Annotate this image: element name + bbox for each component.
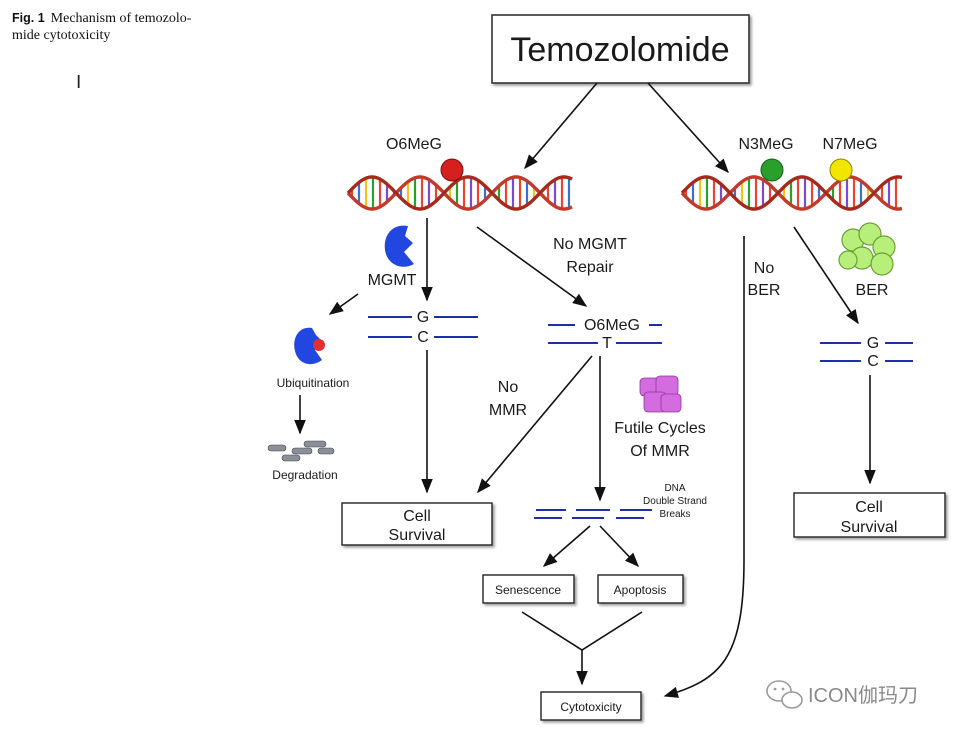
ber-protein-icon (838, 222, 896, 276)
wechat-logo-icon (766, 680, 803, 709)
futile-cycles-label-1: Futile Cycles (614, 420, 706, 437)
base-g-left: G (417, 309, 429, 326)
cell-survival-right-1: Cell (855, 499, 883, 516)
n7meg-yellow-dot-icon (829, 158, 853, 182)
arrow-no-mgmt-repair (476, 226, 588, 307)
futile-cycles-label-2: Of MMR (630, 443, 690, 460)
temozolomide-label: Temozolomide (510, 31, 729, 69)
cytotoxicity-label: Cytotoxicity (560, 700, 621, 714)
no-mmr-label-1: No (498, 379, 519, 396)
cytotoxicity-box (540, 691, 642, 721)
o6meg-red-dot-icon (440, 158, 464, 182)
degraded-fragments-icon (267, 440, 335, 462)
watermark-text: ICON伽玛刀 (808, 684, 918, 707)
o6meg-pair-label: O6MeG (584, 317, 640, 334)
no-mgmt-label-2: Repair (566, 259, 614, 276)
arrow-to-n-methyl (647, 82, 729, 174)
arrow-mgmt-to-ubiquitination (328, 293, 359, 315)
temozolomide-box (491, 14, 750, 84)
caption-line-1: Mechanism of temozolo- (50, 11, 192, 26)
no-ber-label-1: No (754, 260, 775, 277)
arrow-ber (793, 226, 859, 325)
broken-dna-icon (534, 509, 652, 519)
ubiquitinated-mgmt-icon (294, 327, 323, 365)
senescence-label: Senescence (495, 583, 561, 597)
base-c-right: C (867, 353, 879, 370)
mgmt-label: MGMT (368, 272, 417, 289)
base-t: T (602, 335, 612, 352)
converge-lines (521, 611, 643, 651)
dna-helix-left (346, 175, 573, 211)
text-cursor-icon: I (76, 72, 82, 93)
ubiquitin-dot-icon (313, 339, 325, 351)
no-mmr-label-2: MMR (489, 402, 527, 419)
figure-number: Fig. 1 (12, 11, 45, 25)
arrow-to-o6meg (524, 82, 598, 170)
degradation-label: Degradation (272, 468, 337, 482)
cell-survival-right-2: Survival (841, 519, 898, 536)
arrow-to-apoptosis (599, 525, 639, 568)
no-mgmt-label-1: No MGMT (553, 236, 627, 253)
cell-survival-left-1: Cell (403, 508, 431, 525)
dna-helix-right (680, 175, 903, 211)
apoptosis-box (597, 574, 684, 604)
mgmt-protein-icon (384, 225, 414, 267)
base-c-left: C (417, 329, 429, 346)
senescence-box (482, 574, 575, 604)
dna-backbone-strand (346, 175, 573, 211)
dna-backbone-strand (346, 175, 573, 211)
cell-survival-box-left (341, 502, 493, 546)
no-ber-label-2: BER (748, 282, 781, 299)
cell-survival-left-2: Survival (389, 527, 446, 544)
dna-backbone-strand (680, 175, 903, 211)
dna-backbone-strand (680, 175, 903, 211)
caption-line-2: mide cytotoxicity (12, 28, 111, 43)
mmr-protein-icon (639, 375, 682, 413)
n7meg-label: N7MeG (822, 136, 877, 153)
dsb-label-2: Double Strand (643, 496, 707, 507)
ubiquitination-label: Ubiquitination (277, 376, 350, 390)
n3meg-label: N3MeG (738, 136, 793, 153)
arrow-no-ber-to-cytotoxicity (663, 236, 745, 698)
arrow-to-senescence (542, 525, 591, 567)
n3meg-green-dot-icon (760, 158, 784, 182)
arrow-no-mmr (477, 355, 593, 494)
apoptosis-label: Apoptosis (614, 583, 667, 597)
cell-survival-box-right (793, 492, 946, 538)
dsb-label-1: DNA (664, 483, 685, 494)
ber-label: BER (856, 282, 889, 299)
base-g-right: G (867, 335, 879, 352)
o6meg-label: O6MeG (386, 136, 442, 153)
figure-caption: Fig. 1 Mechanism of temozolo- mide cytoto… (12, 10, 232, 44)
dsb-label-3: Breaks (659, 509, 690, 520)
